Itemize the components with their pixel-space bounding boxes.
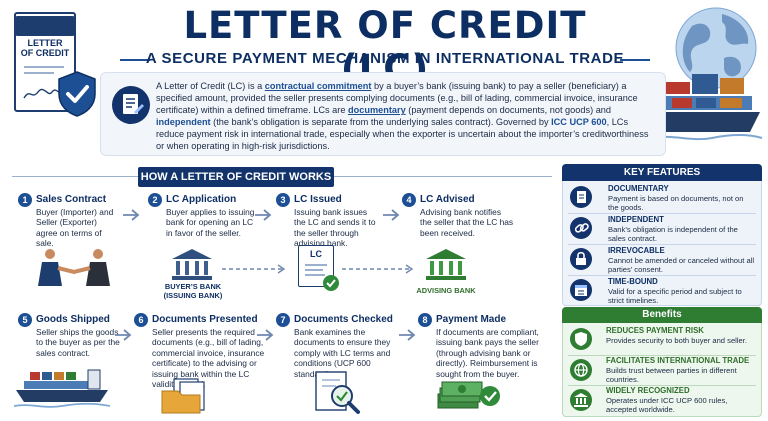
link-icon xyxy=(570,217,592,239)
arrow-6-7 xyxy=(257,329,274,341)
step-8-number: 8 xyxy=(418,313,432,327)
advising-bank-label: ADVISING BANK xyxy=(416,286,476,295)
buyer-bank-label: BUYER’S BANK (ISSUING BANK) xyxy=(163,282,223,300)
feature-2-desc: Bank’s obligation is independent of the … xyxy=(608,225,738,244)
step-3-number: 3 xyxy=(276,193,290,207)
keyword-independent: independent xyxy=(156,117,211,128)
document-illustration: LETTER OF CREDIT xyxy=(14,12,76,112)
cargo-ship-illustration xyxy=(14,369,110,408)
works-heading: HOW A LETTER OF CREDIT WORKS xyxy=(138,167,334,187)
feature-1-desc: Payment is based on documents, not on th… xyxy=(608,194,744,213)
feature-4-desc: Valid for a specific period and subject … xyxy=(608,287,742,306)
globe-icon xyxy=(570,359,592,381)
subtitle-line-left xyxy=(120,59,150,61)
handshake-illustration xyxy=(38,249,110,286)
arrow-3-4 xyxy=(383,209,400,221)
step-5-number: 5 xyxy=(18,313,32,327)
lc-document-label: LC xyxy=(310,249,322,259)
step-7-number: 7 xyxy=(276,313,290,327)
signature-icon xyxy=(23,88,65,99)
step-8-title: Payment Made xyxy=(436,314,507,325)
step-1-number: 1 xyxy=(18,193,32,207)
document-label: LETTER OF CREDIT xyxy=(20,38,70,58)
intro-text: A Letter of Credit (LC) is a contractual… xyxy=(156,81,649,152)
contract-icon xyxy=(112,86,150,124)
step-2-desc: Buyer applies to issuing bank for openin… xyxy=(166,207,255,238)
dashed-arrow-lc-advising xyxy=(342,264,414,274)
intro-box xyxy=(100,72,666,156)
lock-icon xyxy=(570,248,592,270)
check-badge-icon xyxy=(323,275,339,291)
feature-1-title: DOCUMENTARY xyxy=(608,184,669,193)
benefit-3-desc: Operates under ICC UCP 600 rules, accept… xyxy=(606,396,728,415)
benefit-separator xyxy=(568,385,756,386)
benefits-panel xyxy=(562,307,762,417)
keyword-documentary: documentary xyxy=(348,105,406,116)
benefit-1-title: REDUCES PAYMENT RISK xyxy=(606,326,704,335)
keyword-contractual-commitment: contractual commitment xyxy=(264,81,372,91)
money-check-icon xyxy=(437,381,500,409)
bank-icon xyxy=(570,389,592,411)
step-4-title: LC Advised xyxy=(420,194,475,205)
feature-separator xyxy=(568,244,756,245)
step-2-title: LC Application xyxy=(166,194,237,205)
key-features-title: KEY FEATURES xyxy=(562,164,762,181)
step-2-number: 2 xyxy=(148,193,162,207)
step-5-title: Goods Shipped xyxy=(36,314,110,325)
step-7-title: Documents Checked xyxy=(294,314,393,325)
feature-2-title: INDEPENDENT xyxy=(608,215,664,224)
arrow-1-2 xyxy=(123,209,140,221)
globe-ship-illustration xyxy=(653,7,763,141)
step-4-number: 4 xyxy=(402,193,416,207)
feature-4-title: TIME-BOUND xyxy=(608,277,658,286)
page-title: LETTER OF CREDIT (LC) xyxy=(183,4,587,90)
buyer-bank-icon xyxy=(172,249,212,280)
step-1-desc: Buyer (Importer) and Seller (Exporter) a… xyxy=(36,207,114,249)
benefit-2-desc: Builds trust between parties in differen… xyxy=(606,366,737,385)
step-7-desc: Bank examines the documents to ensure th… xyxy=(294,327,391,379)
step-4-desc: Advising bank notifies the seller that t… xyxy=(420,207,514,238)
step-3-title: LC Issued xyxy=(294,194,342,205)
step-8-desc: If documents are compliant, issuing bank… xyxy=(436,327,539,379)
benefits-title: Benefits xyxy=(562,307,762,323)
shield-icon xyxy=(570,328,592,350)
letter-of-credit-illustration: LETTER OF CREDIT xyxy=(8,6,100,122)
advising-bank-icon xyxy=(426,249,466,280)
benefit-2-title: FACILITATES INTERNATIONAL TRADE xyxy=(606,356,750,365)
calendar-icon xyxy=(570,279,592,301)
document-icon xyxy=(570,186,592,208)
feature-separator xyxy=(568,213,756,214)
arrow-7-8 xyxy=(399,329,416,341)
step-6-title: Documents Presented xyxy=(152,314,258,325)
keyword-ucp600: ICC UCP 600 xyxy=(551,117,607,128)
step-6-number: 6 xyxy=(134,313,148,327)
feature-3-desc: Cannot be amended or canceled without al… xyxy=(608,256,755,275)
arrow-5-6 xyxy=(115,329,132,341)
benefit-separator xyxy=(568,355,756,356)
feature-3-title: IRREVOCABLE xyxy=(608,246,665,255)
document-magnifier-icon xyxy=(315,371,360,414)
benefit-3-title: WIDELY RECOGNIZED xyxy=(606,386,690,395)
arrow-2-3 xyxy=(255,209,272,221)
shield-check-icon xyxy=(58,71,96,117)
benefit-1-desc: Provides security to both buyer and sell… xyxy=(606,336,747,345)
step-1-title: Sales Contract xyxy=(36,194,107,205)
dashed-arrow-bank-lc xyxy=(222,264,286,274)
documents-folder-icon xyxy=(161,378,205,414)
step-5-desc: Seller ships the goods to the buyer as p… xyxy=(36,327,120,358)
subtitle-line-right xyxy=(620,59,650,61)
feature-separator xyxy=(568,275,756,276)
page-subtitle: A SECURE PAYMENT MECHANISM IN INTERNATIO… xyxy=(145,50,625,67)
step-3-desc: Issuing bank issues the LC and sends it … xyxy=(294,207,376,249)
